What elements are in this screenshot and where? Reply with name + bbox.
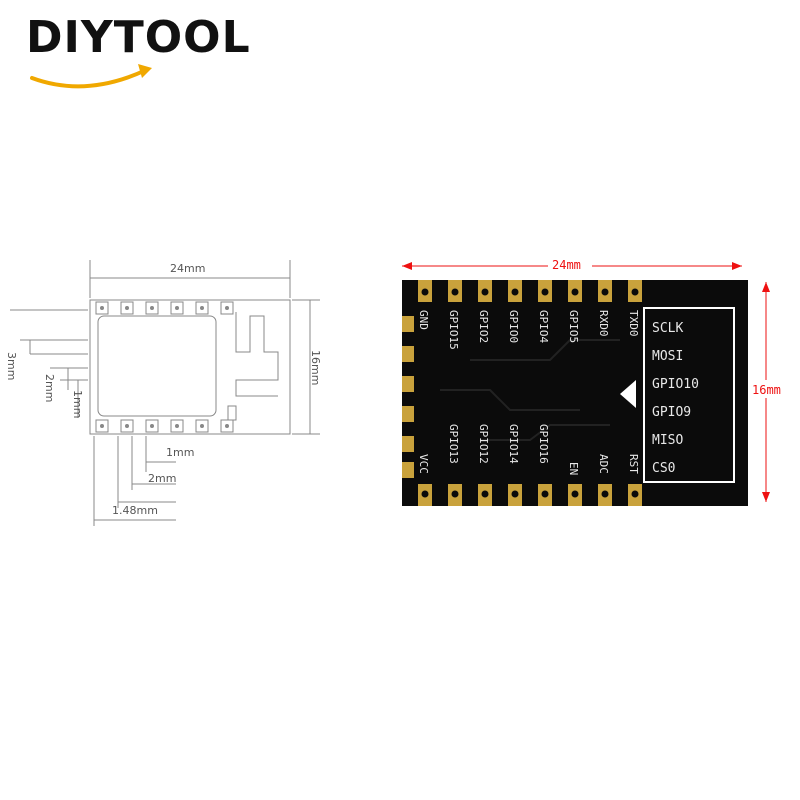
pin-label-gpio14: GPIO14	[507, 424, 520, 464]
logo-text: DIYTOOL	[26, 12, 251, 63]
module-photo: 24mm 16mm	[402, 256, 786, 506]
pin-label-cs0: CS0	[652, 461, 675, 476]
pin-label-gpio13: GPIO13	[447, 424, 460, 464]
module-width-label: 24mm	[552, 258, 581, 272]
pin-label-mosi: MOSI	[652, 349, 683, 364]
pin-label-gpio12: GPIO12	[477, 424, 490, 464]
pin-label-gpio4: GPIO4	[537, 310, 550, 343]
pin-label-gpio16: GPIO16	[537, 424, 550, 464]
logo-swoosh-icon	[30, 64, 152, 89]
pin-label-gpio10: GPIO10	[652, 377, 699, 392]
pin-label-vcc: VCC	[417, 454, 430, 474]
drawing-1mm-left-label: 1mm	[71, 390, 84, 418]
pin-label-sclk: SCLK	[652, 321, 683, 336]
drawing-2mm-left-label: 2mm	[43, 374, 56, 402]
drawing-148mm-label: 1.48mm	[112, 504, 158, 517]
dimension-drawing: 24mm 16mm 3mm 2mm 1mm 1mm 2mm 1.48mm	[5, 260, 322, 526]
pin-label-gpio2: GPIO2	[477, 310, 490, 343]
brand-logo: DIYTOOL	[26, 14, 276, 94]
pin-label-gpio5: GPIO5	[567, 310, 580, 343]
pin-label-rxd0: RXD0	[597, 310, 610, 337]
drawing-2mm-bottom-label: 2mm	[148, 472, 176, 485]
pin-label-rst: RST	[627, 454, 640, 474]
pin-label-txd0: TXD0	[627, 310, 640, 337]
drawing-width-label: 24mm	[170, 262, 205, 275]
pin-label-miso: MISO	[652, 433, 683, 448]
drawing-3mm-label: 3mm	[5, 352, 18, 380]
pin-label-gpio0: GPIO0	[507, 310, 520, 343]
module-height-label: 16mm	[752, 383, 781, 397]
pin-label-gpio9: GPIO9	[652, 405, 691, 420]
pin-label-en: EN	[567, 462, 580, 475]
pin-label-adc: ADC	[597, 454, 610, 474]
drawing-1mm-bottom-label: 1mm	[166, 446, 194, 459]
pin-label-gnd: GND	[417, 310, 430, 330]
pin-label-gpio15: GPIO15	[447, 310, 460, 350]
drawing-height-label: 16mm	[309, 350, 322, 385]
